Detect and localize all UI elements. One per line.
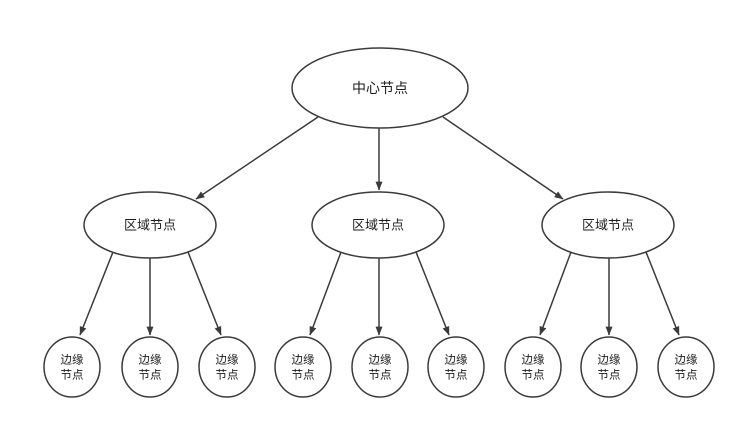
- connector-arrow: [539, 251, 572, 336]
- edge-node-8-label-line1: 边缘: [598, 353, 621, 367]
- region-node-1-shape: [83, 191, 217, 259]
- region-node-2-shape: [311, 191, 445, 259]
- connector-arrow: [645, 251, 680, 336]
- connector-arrow: [415, 251, 450, 336]
- edge-node-7-label-line2: 节点: [522, 368, 545, 382]
- region-node-3-label: 区域节点: [582, 219, 634, 234]
- center-node-shape: [291, 47, 469, 129]
- connector-arrow: [309, 251, 342, 336]
- edge-node-2-label-line2: 节点: [139, 368, 162, 382]
- edge-node-9-label-line1: 边缘: [675, 353, 698, 367]
- center-node-label: 中心节点: [352, 81, 408, 97]
- edge-node-3-label-line2: 节点: [216, 368, 239, 382]
- connector-arrow: [187, 251, 222, 336]
- edge-node-5-shape: [351, 336, 409, 398]
- center-node[interactable]: 中心节点: [291, 47, 469, 129]
- region-node-1-label: 区域节点: [124, 219, 176, 234]
- region-node-1[interactable]: 区域节点: [83, 191, 217, 259]
- region-node-3-shape: [541, 191, 675, 259]
- edge-node-5-label-line2: 节点: [369, 368, 392, 382]
- connector-arrow: [442, 116, 564, 200]
- edge-node-2-shape: [121, 336, 179, 398]
- edge-node-1-label-line2: 节点: [61, 368, 84, 382]
- edge-node-6-label-line1: 边缘: [445, 353, 468, 367]
- edge-node-4-shape: [274, 336, 332, 398]
- region-node-2[interactable]: 区域节点: [311, 191, 445, 259]
- edge-node-4-label-line2: 节点: [292, 368, 315, 382]
- edge-node-6-label-line2: 节点: [445, 368, 468, 382]
- edge-node-3-shape: [198, 336, 256, 398]
- edge-node-4-label-line1: 边缘: [292, 353, 315, 367]
- edge-node-7-label-line1: 边缘: [522, 353, 545, 367]
- edge-node-7-shape: [504, 336, 562, 398]
- connector-arrow: [195, 116, 319, 200]
- connector-arrow: [79, 251, 114, 336]
- edge-node-8-label-line2: 节点: [598, 368, 621, 382]
- edge-node-3-label-line1: 边缘: [216, 353, 239, 367]
- edge-node-5-label-line1: 边缘: [369, 353, 392, 367]
- edge-node-8-shape: [580, 336, 638, 398]
- edge-node-9-label-line2: 节点: [675, 368, 698, 382]
- region-node-2-label: 区域节点: [352, 219, 404, 234]
- edge-node-9-shape: [657, 336, 715, 398]
- edges-layer: [79, 116, 680, 336]
- edge-node-1-label-line1: 边缘: [61, 353, 84, 367]
- edge-node-6-shape: [427, 336, 485, 398]
- edge-node-1-shape: [43, 336, 101, 398]
- region-node-3[interactable]: 区域节点: [541, 191, 675, 259]
- edge-node-2-label-line1: 边缘: [139, 353, 162, 367]
- nodes-layer: 中心节点区域节点区域节点区域节点边缘节点边缘节点边缘节点边缘节点边缘节点边缘节点…: [43, 47, 715, 398]
